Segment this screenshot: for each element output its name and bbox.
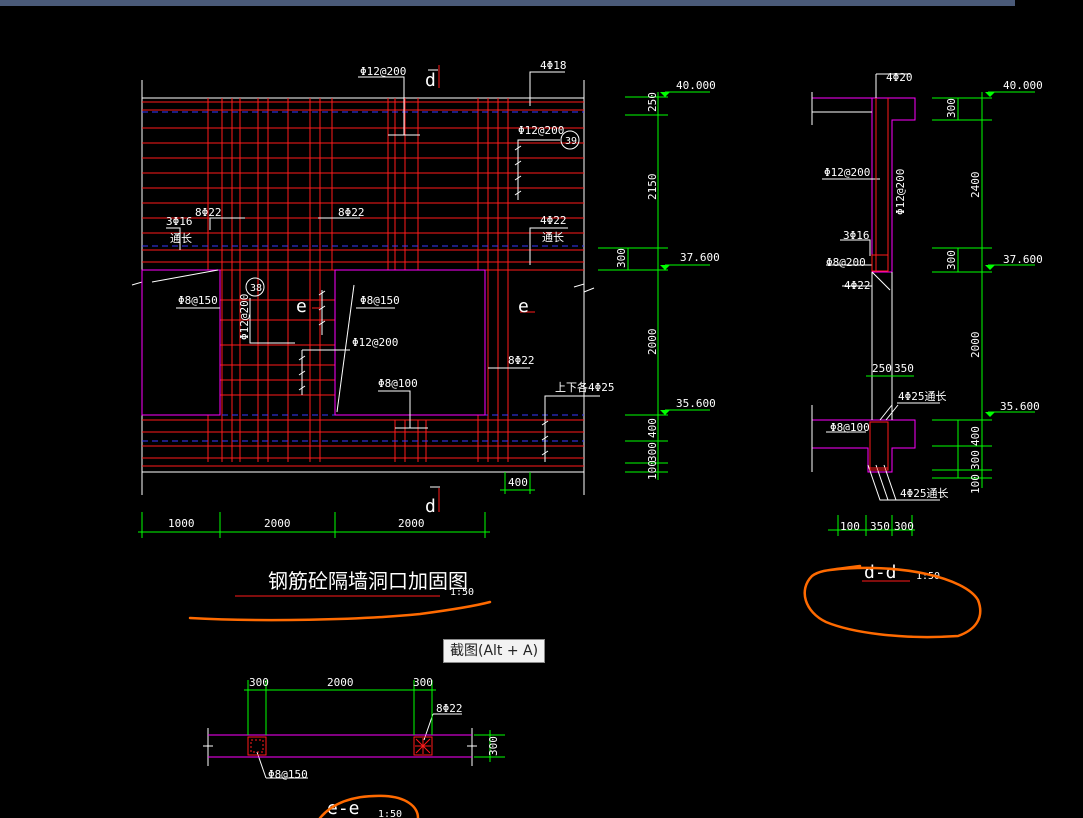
label-bottom-stirrup: Φ8@100 bbox=[378, 377, 418, 390]
dim-300: 300 bbox=[615, 248, 628, 268]
ee-dim-2000: 2000 bbox=[327, 676, 354, 689]
ee-label-stirrup: Φ8@150 bbox=[268, 768, 308, 781]
dd-label-top-bar: 4Φ20 bbox=[886, 71, 913, 84]
dd-width-250: 250 bbox=[872, 362, 892, 375]
dd-label-bot-stirrup: Φ8@100 bbox=[830, 421, 870, 434]
dd-dim-2400: 2400 bbox=[969, 172, 982, 199]
label-right-note-2: 通长 bbox=[542, 231, 564, 244]
label-left-note-1: 3Φ16 bbox=[166, 215, 193, 228]
ee-scale: 1:50 bbox=[378, 809, 402, 818]
dd-label-rebar-2: Φ12@200 bbox=[894, 169, 907, 215]
dd-dim-2000: 2000 bbox=[969, 332, 982, 359]
dd-dim-300: 300 bbox=[945, 98, 958, 118]
markup-annotations bbox=[188, 564, 982, 818]
section-mark-e-left: e bbox=[296, 296, 307, 317]
dim-300b: 300 bbox=[646, 442, 659, 462]
section-dd bbox=[811, 73, 1035, 536]
dd-dim-300c: 300 bbox=[969, 450, 982, 470]
main-elevation bbox=[131, 65, 710, 597]
label-left-note-2: 通长 bbox=[170, 232, 192, 245]
dim-100: 100 bbox=[646, 460, 659, 480]
ee-title: e-e bbox=[327, 798, 360, 818]
detail-circle-39 bbox=[560, 130, 580, 150]
markup-underline bbox=[188, 600, 492, 622]
dd-dim-300b: 300 bbox=[945, 250, 958, 270]
dim-bottom-1000: 1000 bbox=[168, 517, 195, 530]
elev-35600: 35.600 bbox=[676, 397, 716, 410]
dim-bottom-2000a: 2000 bbox=[264, 517, 291, 530]
label-top-right-bar: 4Φ18 bbox=[540, 59, 567, 72]
detail-circle-38 bbox=[245, 277, 265, 297]
ee-dim-300-right: 300 bbox=[413, 676, 433, 689]
label-bottom-right: 上下各4Φ25 bbox=[555, 380, 615, 394]
label-upper-right: Φ12@200 bbox=[518, 124, 564, 137]
dd-elev-37600: 37.600 bbox=[1003, 253, 1043, 266]
dd-scale: 1:50 bbox=[916, 571, 940, 582]
dd-width-350: 350 bbox=[894, 362, 914, 375]
ee-dim-300-left: 300 bbox=[249, 676, 269, 689]
dim-250: 250 bbox=[646, 92, 659, 112]
circle-a-number: 39 bbox=[565, 136, 577, 147]
dd-label-bot-bar-bottom: 4Φ25通长 bbox=[900, 487, 949, 500]
ee-label-bar: 8Φ22 bbox=[436, 702, 463, 715]
elev-37600: 37.600 bbox=[680, 251, 720, 264]
dim-bottom-2000b: 2000 bbox=[398, 517, 425, 530]
dd-label-bar-3: 3Φ16 bbox=[843, 229, 870, 242]
main-title: 钢筋砼隔墙洞口加固图 bbox=[268, 569, 468, 593]
label-left-stirrup: Φ8@150 bbox=[178, 294, 218, 307]
dd-bottom-350: 350 bbox=[870, 520, 890, 533]
dd-label-stirrup: Φ8@200 bbox=[826, 256, 866, 269]
screenshot-tooltip: 截图(Alt + A) bbox=[443, 639, 546, 663]
dd-bottom-100: 100 bbox=[840, 520, 860, 533]
dd-elev-35600: 35.600 bbox=[1000, 400, 1040, 413]
dd-label-bar-4: 4Φ22 bbox=[844, 279, 871, 292]
circle-b-number: 38 bbox=[250, 283, 262, 294]
dd-title: d-d bbox=[864, 562, 897, 583]
label-opening-stirrup: Φ8@150 bbox=[360, 294, 400, 307]
main-scale: 1:50 bbox=[450, 587, 474, 598]
label-mid-bar: 8Φ22 bbox=[338, 206, 365, 219]
dd-dim-400: 400 bbox=[969, 426, 982, 446]
label-opening-bar: 8Φ22 bbox=[508, 354, 535, 367]
dd-label-bot-bar-top: 4Φ25通长 bbox=[898, 390, 947, 403]
label-vertical-rebar: Φ12@200 bbox=[238, 294, 251, 340]
markup-ellipse-dd bbox=[803, 564, 982, 639]
section-ee bbox=[203, 680, 505, 779]
dd-bottom-300: 300 bbox=[894, 520, 914, 533]
markup-ellipse-ee bbox=[318, 794, 420, 818]
section-mark-d-bottom: d bbox=[425, 496, 436, 517]
label-right-note-1: 4Φ22 bbox=[540, 214, 567, 227]
label-top-rebar: Φ12@200 bbox=[360, 65, 406, 78]
dim-2150: 2150 bbox=[646, 174, 659, 201]
label-opening-rebar: Φ12@200 bbox=[352, 336, 398, 349]
dim-2000: 2000 bbox=[646, 329, 659, 356]
section-mark-d-top: d bbox=[425, 70, 436, 91]
ee-dim-300-vertical: 300 bbox=[487, 736, 500, 756]
elev-40000: 40.000 bbox=[676, 79, 716, 92]
dd-elev-40000: 40.000 bbox=[1003, 79, 1043, 92]
dd-label-rebar-1: Φ12@200 bbox=[824, 166, 870, 179]
window-title-bar bbox=[0, 0, 1015, 6]
dim-400-small: 400 bbox=[508, 476, 528, 489]
section-mark-e-right: e bbox=[518, 296, 529, 317]
label-left-bar: 8Φ22 bbox=[195, 206, 222, 219]
dd-dim-100: 100 bbox=[969, 474, 982, 494]
dim-400: 400 bbox=[646, 418, 659, 438]
